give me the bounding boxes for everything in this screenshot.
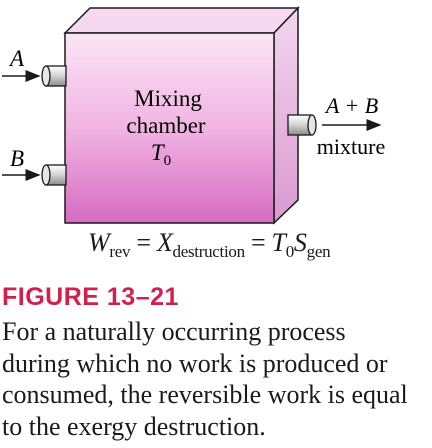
outlet-label-top: A + B (324, 93, 378, 118)
caption-line-1: For a naturally occurring process (2, 317, 346, 346)
equation-s-sub: gen (306, 242, 331, 261)
chamber-label-line2: chamber (126, 113, 206, 138)
reversible-work-equation: Wrev = Xdestruction = T0Sgen (88, 228, 388, 261)
chamber-label-line1: Mixing (134, 86, 202, 111)
equation-s: S (293, 228, 307, 257)
caption-line-3: consumed, the reversible work is equal (2, 380, 408, 409)
figure-caption: For a naturally occurring process during… (2, 316, 430, 442)
equation-x-sub: destruction (172, 242, 246, 261)
outlet-pipe (287, 114, 317, 136)
equation-w-sub: rev (109, 242, 131, 261)
figure-label: FIGURE 13–21 (2, 283, 179, 311)
equation-equals-1: = (130, 228, 157, 257)
inlet-pipe-a (41, 65, 67, 87)
equation-t: T (271, 228, 286, 257)
equation-equals-2: = (244, 228, 272, 257)
caption-line-4: to the exergy destruction. (2, 411, 266, 441)
equation-x: X (156, 228, 173, 257)
caption-line-2: during which no work is produced or (2, 348, 388, 378)
chamber-top-face (63, 7, 300, 34)
inlet-label-a: A (8, 46, 25, 71)
chamber-front-face (64, 32, 275, 224)
inlet-pipe-b (41, 164, 67, 186)
inlet-label-b: B (10, 146, 24, 171)
mixing-chamber-diagram: A B Mixing chamber T0 A + B mixture (2, 6, 385, 225)
equation-w: W (88, 228, 110, 257)
outlet-label-bottom: mixture (317, 134, 385, 159)
equation-t-sub: 0 (285, 242, 295, 261)
chamber-temperature-label: T0 (151, 140, 171, 169)
